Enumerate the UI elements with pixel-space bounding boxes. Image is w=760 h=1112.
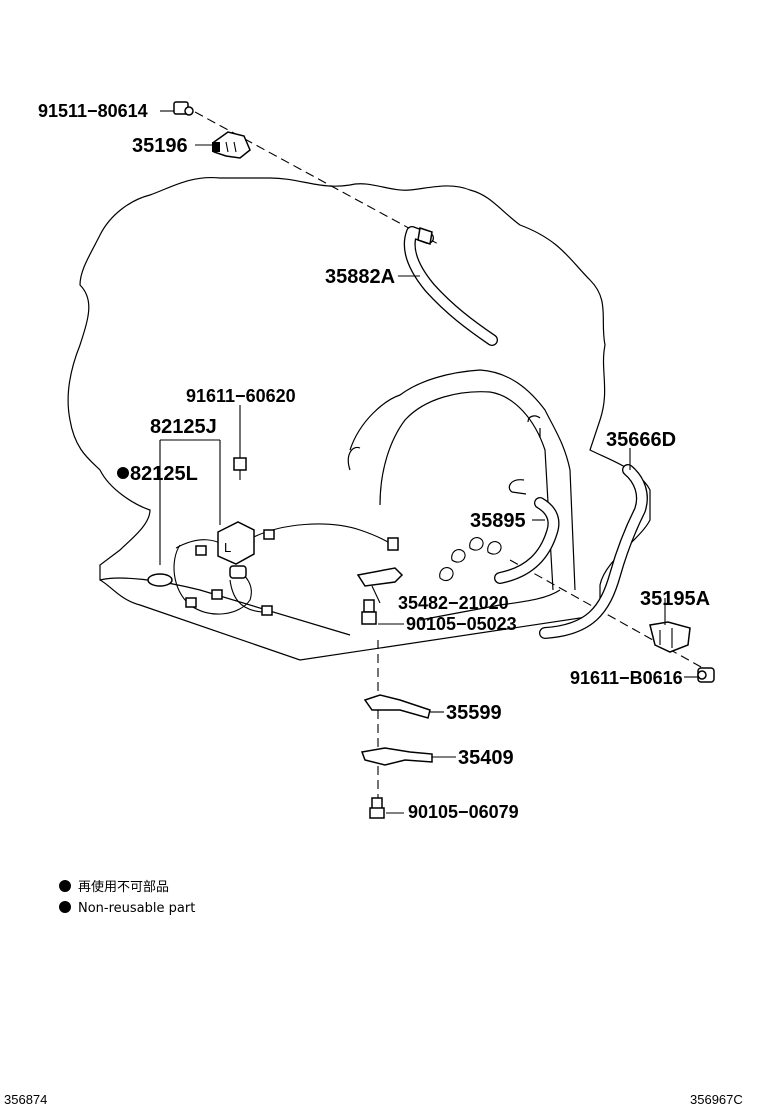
hose-35895[interactable] [494,497,560,584]
bracket-35196[interactable] [212,131,251,159]
wire-harness-82125j[interactable]: L [173,521,399,616]
label-91611-60620: 91611−60620 [186,386,296,406]
svg-text:L: L [224,540,231,555]
leader-lines [159,110,698,814]
label-82125l: 82125L [130,463,198,485]
bolt-90105-05023[interactable] [361,599,377,625]
label-35895: 35895 [470,510,526,532]
diagram-code-right: 356967C [690,1092,743,1107]
bracket-35599[interactable] [363,694,431,719]
label-90105-05023: 90105−05023 [406,614,517,634]
label-35482-21020: 35482−21020 [398,593,509,613]
part-labels: 91511−80614 35196 35882A 91611−60620 821… [38,101,710,822]
non-reusable-bullet-82125l [117,467,129,479]
legend-en: Non-reusable part [78,901,195,916]
case-fittings [439,537,502,582]
legend-jp: 再使用不可部品 [78,879,169,895]
label-82125j: 82125J [150,416,217,438]
o-ring-82125l[interactable] [147,573,173,587]
clamp-35195a[interactable] [649,621,691,653]
bolt-90105-06079[interactable] [369,797,385,819]
label-35196: 35196 [132,135,188,157]
diagram-code-left: 356874 [4,1092,47,1107]
legend: 再使用不可部品 Non-reusable part [59,879,195,916]
hose-35666d[interactable] [539,464,648,639]
label-35409: 35409 [458,747,514,769]
bolt-91611-60620[interactable] [233,457,247,480]
label-35666d: 35666D [606,429,676,451]
label-35882a: 35882A [325,266,395,288]
plate-35482-21020[interactable] [356,567,404,587]
label-90105-06079: 90105−06079 [408,802,519,822]
bolt-91611-b0616[interactable] [697,667,715,683]
label-91511-80614: 91511−80614 [38,101,148,121]
bolt-91511-80614[interactable] [173,101,194,116]
label-35599: 35599 [446,702,502,724]
label-35195a: 35195A [640,588,710,610]
bracket-35409[interactable] [360,747,433,766]
legend-bullet-jp [59,880,71,892]
tube-35882a[interactable] [403,226,498,346]
label-91611-b0616: 91611−B0616 [570,668,683,688]
legend-bullet-en [59,901,71,913]
